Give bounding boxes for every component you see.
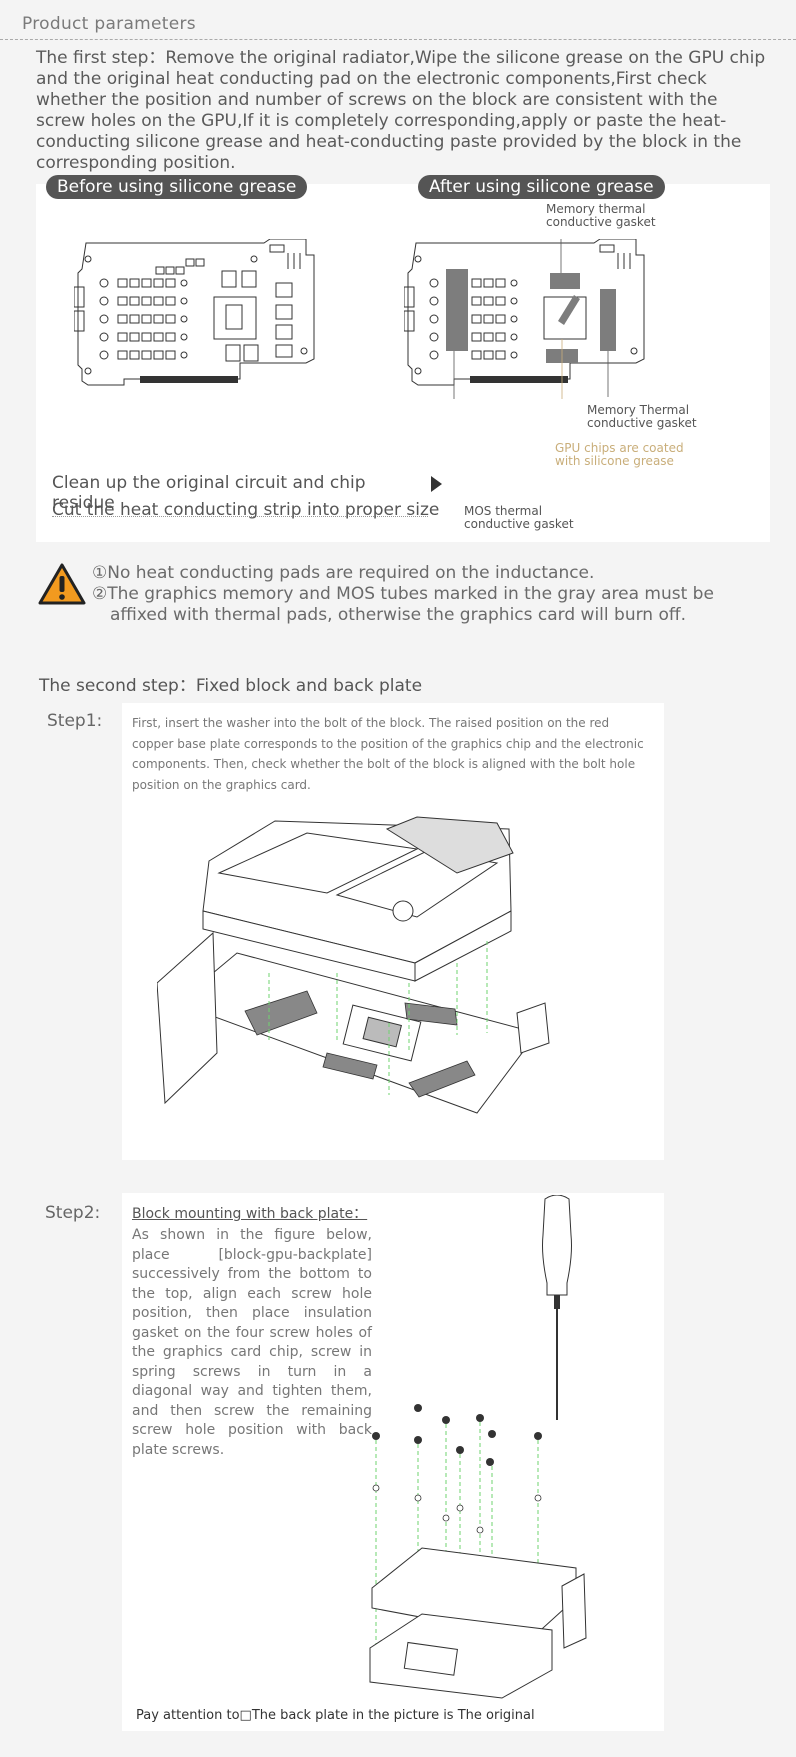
cut-strip-instruction: Cut the heat conducting strip into prope… [52,500,439,520]
grease-comparison-panel: Before using silicone grease After using… [36,184,770,542]
play-arrow-icon [431,476,442,492]
step-one-text: The first step：Remove the original radia… [36,48,766,174]
step2-heading: Block mounting with back plate： [132,1203,367,1223]
warning-notes: ①No heat conducting pads are required on… [92,563,714,626]
section-title: Product parameters [22,14,196,34]
step2-panel: Block mounting with back plate： As shown… [122,1193,664,1731]
attention-note: Pay attention to□The back plate in the p… [136,1708,535,1723]
step2-label: Step2: [45,1203,100,1223]
after-label: After using silicone grease [418,175,665,199]
warning-icon [38,562,86,606]
board-before-illustration [74,239,344,399]
block-mounting-illustration [157,813,637,1143]
second-step-title: The second step：Fixed block and back pla… [39,671,422,696]
step1-panel: First, insert the washer into the bolt o… [122,703,664,1160]
before-label: Before using silicone grease [46,175,307,199]
step1-label: Step1: [47,711,102,731]
divider [0,39,796,40]
step2-text: As shown in the figure below, place [blo… [132,1226,372,1460]
board-after-illustration [404,239,674,399]
step1-text: First, insert the washer into the bolt o… [132,713,652,795]
backplate-exploded-illustration [362,1398,662,1708]
